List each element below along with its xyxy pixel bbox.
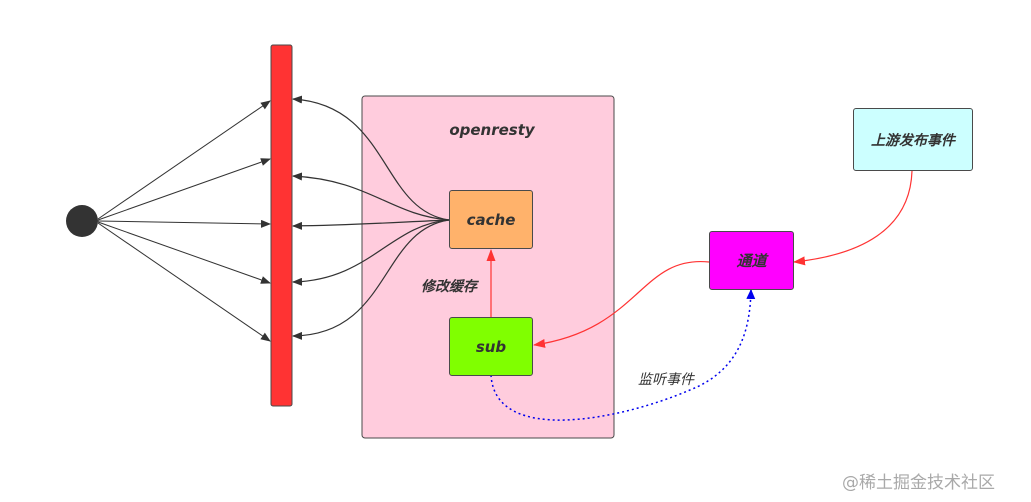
sub-node: sub xyxy=(449,317,533,376)
cache-edge xyxy=(292,219,450,230)
modify-cache-label: 修改缓存 xyxy=(421,279,477,295)
channel-node: 通道 xyxy=(709,231,794,290)
cache-edge xyxy=(292,219,450,286)
client-edge xyxy=(97,219,271,228)
channel-to-sub-edge xyxy=(533,261,710,348)
channel-label: 通道 xyxy=(736,252,767,270)
client-node xyxy=(66,205,98,237)
upstream-to-channel-edge xyxy=(793,170,913,266)
watermark: @稀土掘金技术社区 xyxy=(842,473,995,493)
client-edge xyxy=(97,221,271,284)
listen-edge xyxy=(490,289,756,421)
cache-edge xyxy=(292,95,450,221)
cache-node: cache xyxy=(449,190,533,249)
client-edge xyxy=(97,158,271,221)
openresty-title: openresty xyxy=(449,121,535,139)
upstream-publish-node: 上游发布事件 xyxy=(853,108,973,171)
openresty-container xyxy=(361,95,615,439)
client-edge xyxy=(97,222,271,342)
listen-event-label: 监听事件 xyxy=(638,372,694,388)
server-bar xyxy=(270,44,293,407)
client-edge xyxy=(97,100,271,220)
cache-edge xyxy=(292,172,450,221)
cache-edge xyxy=(292,219,450,340)
cache-edges xyxy=(292,95,450,340)
upstream-label: 上游发布事件 xyxy=(871,132,955,149)
cache-label: cache xyxy=(466,210,516,229)
sub-label: sub xyxy=(475,337,507,356)
client-edges xyxy=(97,100,271,342)
